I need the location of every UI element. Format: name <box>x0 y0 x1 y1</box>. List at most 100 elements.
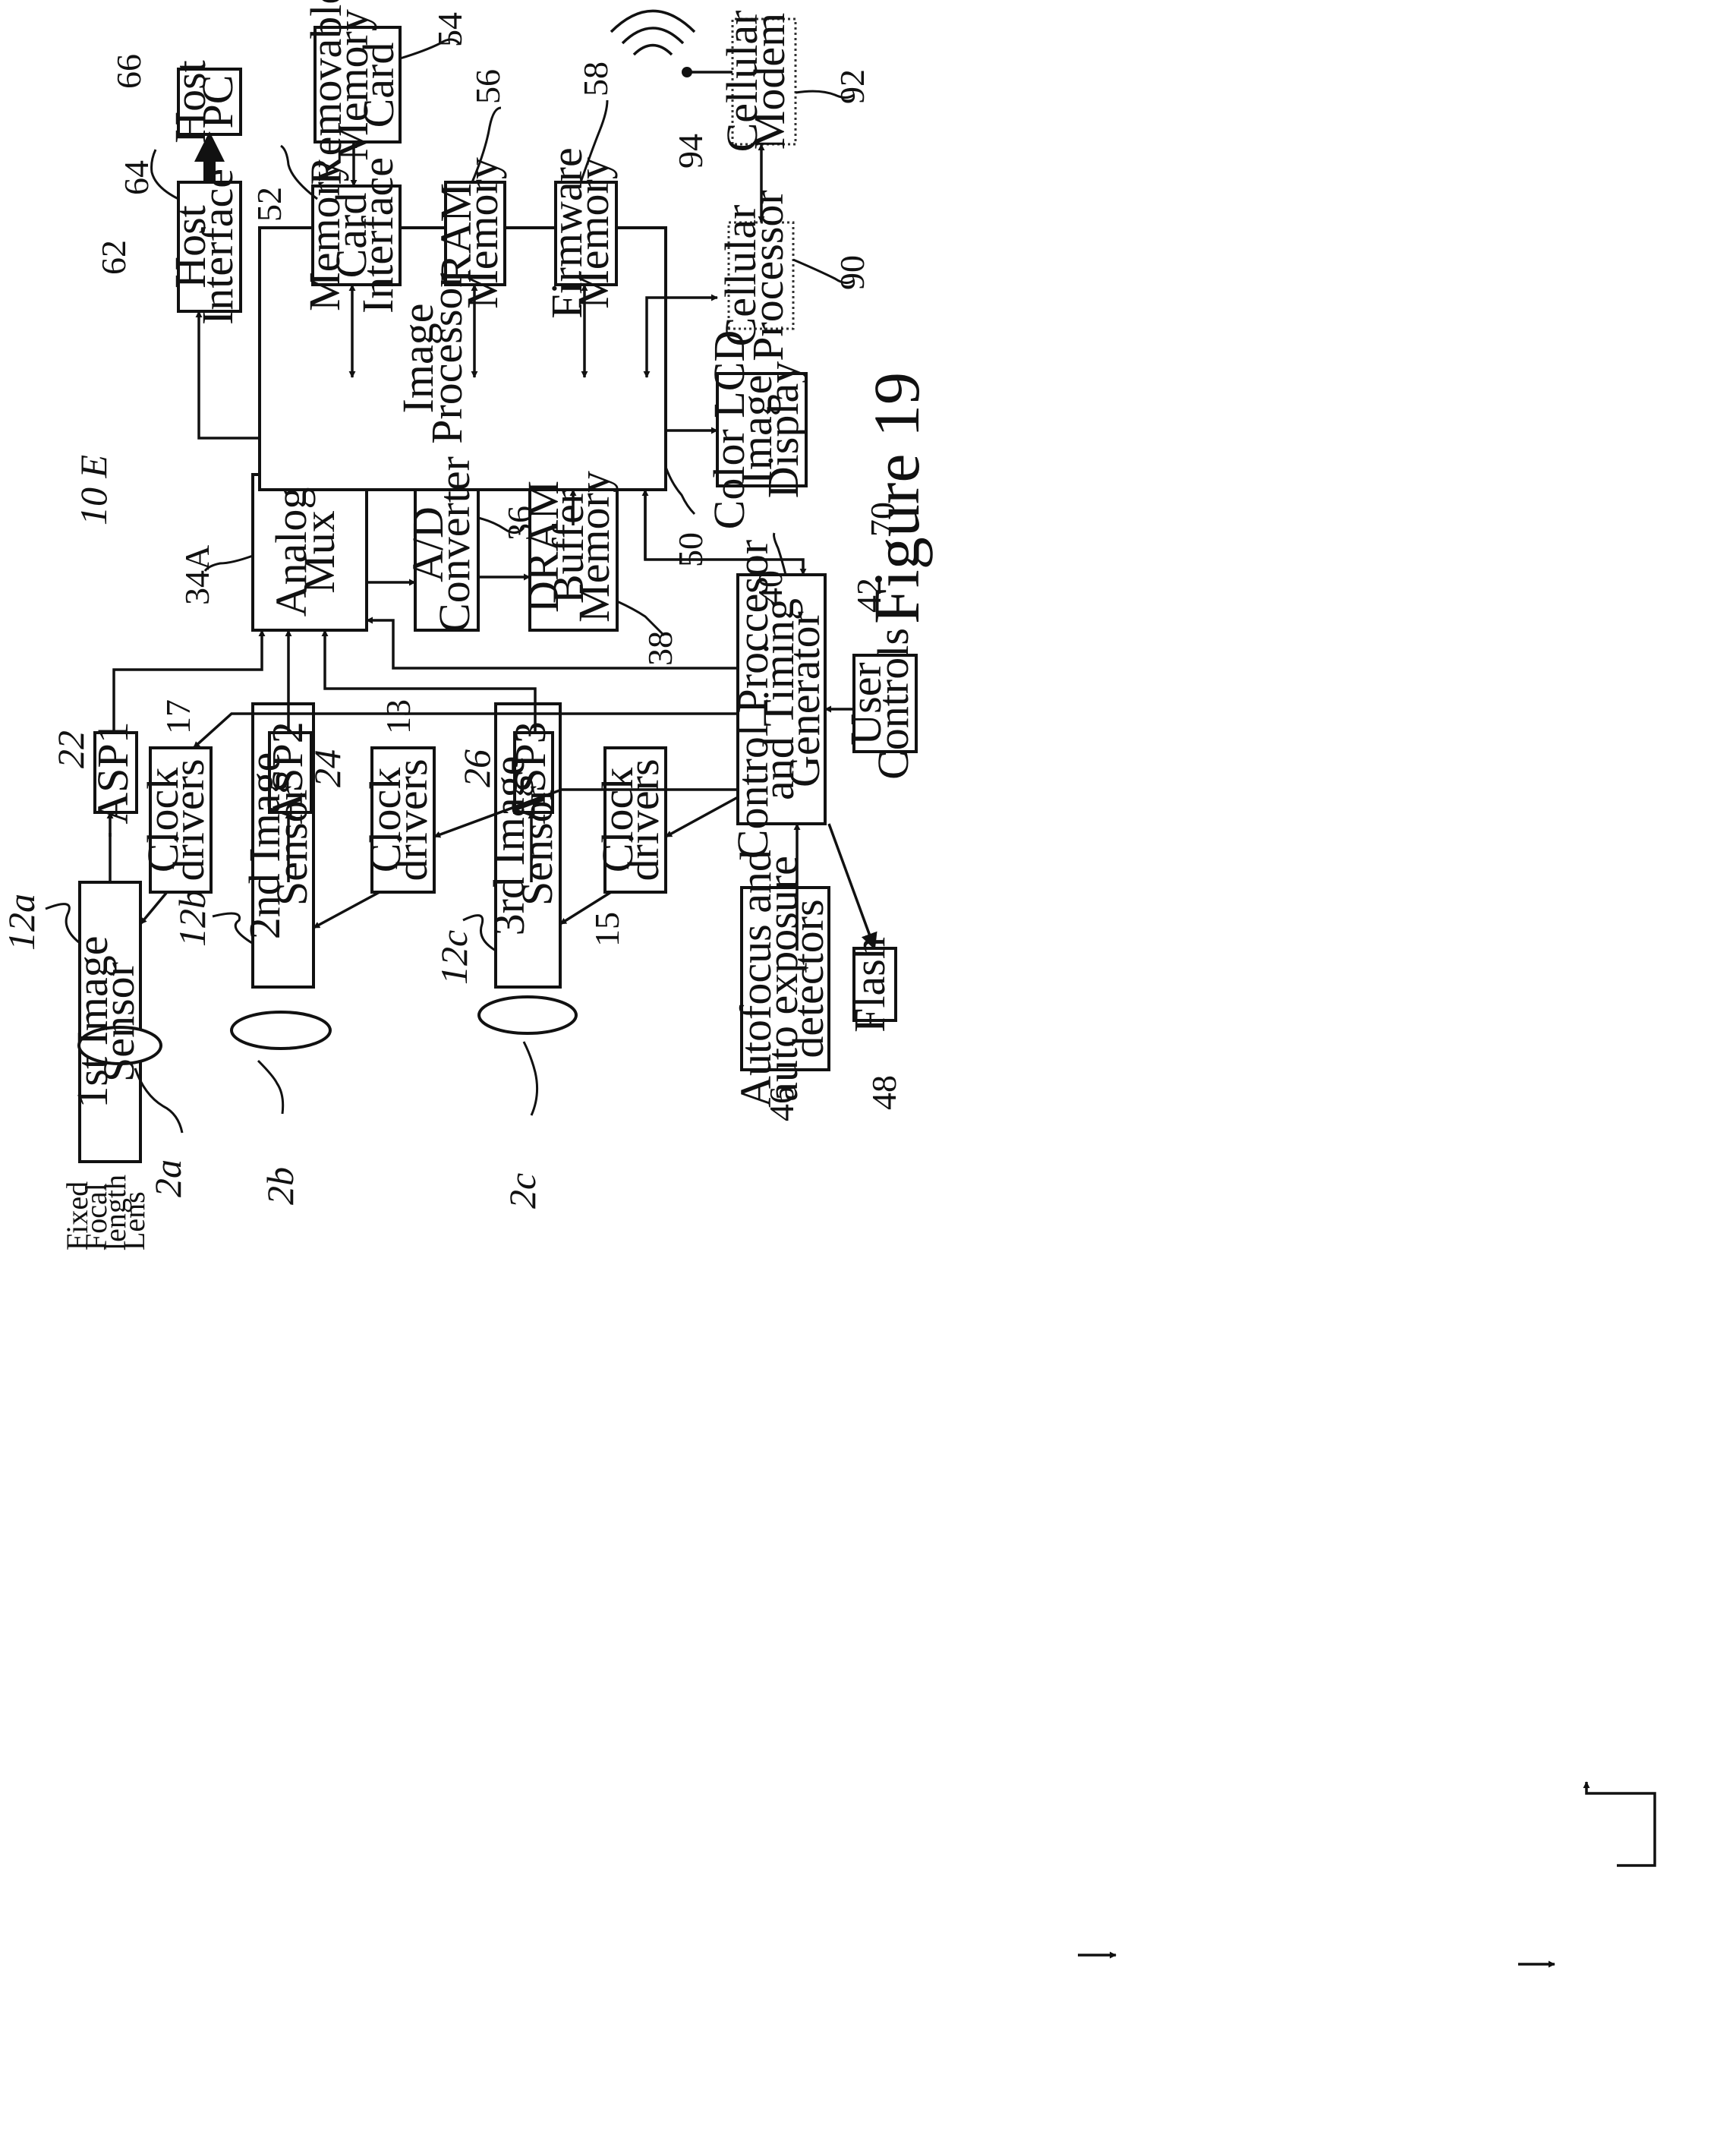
clock13-line2: drivers <box>387 758 436 881</box>
ram-line2: Memory <box>458 157 507 309</box>
sensor3-line1: 3rd Image <box>484 756 534 936</box>
host-pc-line2: PC <box>193 75 242 129</box>
asp1-label: ASP1 <box>88 721 137 824</box>
ref-removable-54: 54 <box>430 12 469 47</box>
mux-line2: Mux <box>295 510 344 594</box>
ref-clock-17: 17 <box>159 699 197 734</box>
af-line2: auto exposure <box>758 856 807 1102</box>
sensor2-line2: Sensor <box>267 786 317 906</box>
lcd-line1: Color LCD <box>704 330 754 530</box>
user-controls-line1: User <box>841 662 890 746</box>
lens-caption-1: Fixed <box>60 1181 94 1250</box>
sensor2-line1: 2nd Image <box>240 752 289 939</box>
mci-line2: Card <box>326 193 376 279</box>
cellproc-line2: Processor <box>743 190 792 361</box>
host-interface-line2: Interface <box>193 169 242 325</box>
ref-sensor-12b: 12b <box>171 890 213 947</box>
lens-2a <box>77 1026 162 1065</box>
user-controls-box <box>852 654 918 753</box>
asp2-label: ASP2 <box>263 721 312 824</box>
ref-control-40: 40 <box>751 570 789 605</box>
clock-drivers-17-box <box>149 746 213 894</box>
clock-drivers-13-box <box>370 746 436 894</box>
control-processor-box <box>736 573 827 825</box>
asp1-box <box>93 731 138 814</box>
clock17-line2: drivers <box>164 758 213 881</box>
ref-cellproc-90: 90 <box>833 255 871 290</box>
clock13-line1: Clock <box>361 768 410 873</box>
ref-autofocus-46: 46 <box>762 1086 801 1121</box>
ref-antenna-94: 94 <box>671 134 710 169</box>
reference-numerals: Fixed Focal length Lens 2a 2b 2c 12a 12b… <box>0 12 933 1250</box>
sensor1-line2: Sensor <box>94 962 143 1082</box>
lcd-line2: Image <box>732 375 781 485</box>
clock-drivers-15-box <box>603 746 667 894</box>
clock15-line1: Clock <box>593 768 642 873</box>
rmc-line1: Removable <box>301 0 351 185</box>
dram-line3: Memory <box>569 471 619 623</box>
host-pc-line1: Host <box>165 60 215 143</box>
ref-lens-2c: 2c <box>501 1173 543 1209</box>
cellproc-line1: Cellular <box>716 205 765 347</box>
af-line3: detectors <box>783 899 833 1058</box>
autofocus-box <box>740 886 830 1071</box>
cellular-modem-box <box>731 17 797 146</box>
user-controls-line2: Controls <box>868 628 918 780</box>
control-line2: and Timing <box>754 598 803 800</box>
flash-label: Flash <box>845 937 894 1033</box>
arrows <box>106 71 877 951</box>
sensor1-line1: 1st Image <box>68 935 117 1108</box>
lcd-line3: Display <box>758 361 808 498</box>
box-labels: 1st Image Sensor 2nd Image Sensor 3rd Im… <box>68 0 918 1109</box>
dram-line1: DRAM <box>518 481 568 613</box>
ref-cellmodem-92: 92 <box>833 69 871 104</box>
ref-lens-2a: 2a <box>147 1159 189 1197</box>
ad-line2: Converter <box>430 456 479 632</box>
antenna-icon <box>610 9 696 77</box>
ref-clock-15: 15 <box>588 912 626 947</box>
ref-lens-2b: 2b <box>259 1167 301 1205</box>
asp3-label: ASP3 <box>506 721 555 824</box>
connections <box>1078 1781 1656 1968</box>
af-line1: Autofocus and <box>731 850 780 1108</box>
ref-host-interface-62: 62 <box>94 240 133 275</box>
ref-ad-36: 36 <box>500 506 539 541</box>
ref-sensor-12c: 12c <box>433 930 475 985</box>
lens-caption-3: length <box>98 1175 132 1250</box>
lens-caption-2: Focal <box>79 1183 113 1250</box>
ref-firmware-58: 58 <box>576 61 615 96</box>
dram-line2: Buffer <box>543 490 593 604</box>
ref-flash-48: 48 <box>865 1075 903 1110</box>
ref-mci-52: 52 <box>250 187 288 222</box>
ref-clock-13: 13 <box>379 699 417 734</box>
ref-asp-24: 24 <box>306 749 348 787</box>
ref-host-pc-66: 66 <box>109 54 148 89</box>
ip-line2: Processor <box>422 273 471 444</box>
control-line3: Generator <box>780 611 829 787</box>
ref-lcd-70: 70 <box>863 502 902 537</box>
rmc-line2: Memory <box>328 9 377 161</box>
ref-asp-26: 26 <box>455 749 498 787</box>
fw-line2: Memory <box>569 157 618 309</box>
lens-2b <box>230 1011 332 1050</box>
ad-line1: A/D <box>403 506 452 582</box>
ref-ram-56: 56 <box>468 69 507 104</box>
mci-line1: Memory <box>300 159 349 311</box>
rmc-line3: Card <box>354 43 403 128</box>
ref-sensor-12a: 12a <box>0 894 43 951</box>
sensor3-line2: Sensor <box>512 786 562 906</box>
mci-line3: Interface <box>353 157 402 314</box>
cellmodem-line1: Cellular <box>717 11 767 153</box>
lens-caption-4: Lens <box>117 1191 151 1250</box>
ref-ip-50: 50 <box>671 532 710 567</box>
clock15-line2: drivers <box>619 758 668 881</box>
ref-system-10e: 10 E <box>72 455 115 525</box>
ram-line1: RAM <box>431 183 480 283</box>
arrow-asp3-mux <box>1583 1781 1656 1867</box>
control-line1: Control Proccesor <box>728 540 777 859</box>
leader-lines <box>45 38 855 1134</box>
removable-memory-card-box <box>313 26 402 143</box>
lens-2c <box>477 995 578 1035</box>
cellmodem-line2: Modem <box>745 13 794 150</box>
